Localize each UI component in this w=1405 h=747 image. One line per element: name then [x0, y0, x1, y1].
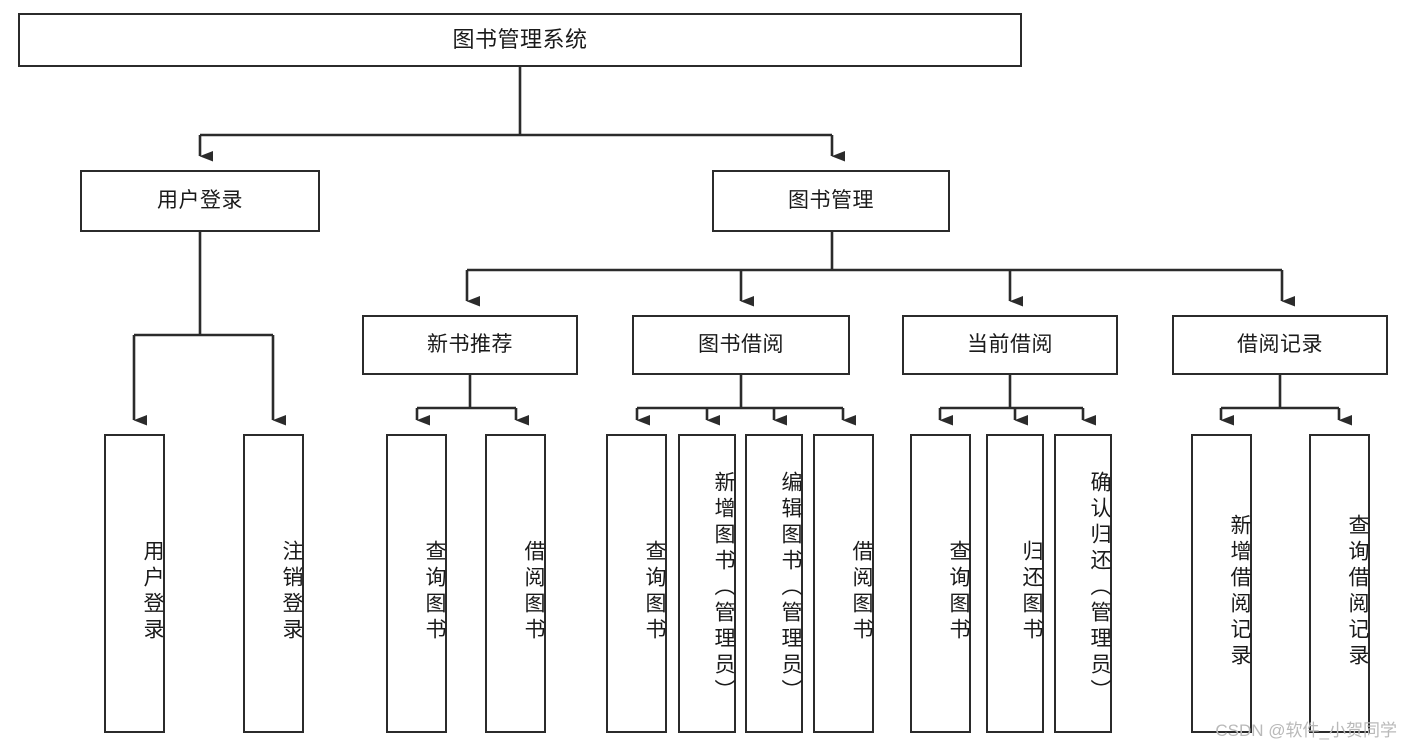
- node-new-book-recommend[interactable]: 新书推荐: [362, 315, 578, 375]
- node-user-login[interactable]: 用户登录: [80, 170, 320, 232]
- node-leaf-query-book-recommend[interactable]: 查询图书: [386, 434, 447, 733]
- node-book-manage[interactable]: 图书管理: [712, 170, 950, 232]
- node-leaf-borrow-book-recommend[interactable]: 借阅图书: [485, 434, 546, 733]
- node-current-borrow[interactable]: 当前借阅: [902, 315, 1118, 375]
- node-root[interactable]: 图书管理系统: [18, 13, 1022, 67]
- node-borrow-record[interactable]: 借阅记录: [1172, 315, 1388, 375]
- node-leaf-return-book[interactable]: 归还图书: [986, 434, 1044, 733]
- node-leaf-user-logout[interactable]: 注销登录: [243, 434, 304, 733]
- node-leaf-edit-book[interactable]: 编辑图书（管理员）: [745, 434, 803, 733]
- node-leaf-query-book-borrow[interactable]: 查询图书: [606, 434, 667, 733]
- node-leaf-confirm-return[interactable]: 确认归还（管理员）: [1054, 434, 1112, 733]
- node-leaf-user-login[interactable]: 用户登录: [104, 434, 165, 733]
- node-leaf-query-book-current[interactable]: 查询图书: [910, 434, 971, 733]
- node-leaf-add-borrow-record[interactable]: 新增借阅记录: [1191, 434, 1252, 733]
- node-book-borrow[interactable]: 图书借阅: [632, 315, 850, 375]
- node-leaf-add-book[interactable]: 新增图书（管理员）: [678, 434, 736, 733]
- node-leaf-borrow-book[interactable]: 借阅图书: [813, 434, 874, 733]
- node-leaf-query-borrow-record[interactable]: 查询借阅记录: [1309, 434, 1370, 733]
